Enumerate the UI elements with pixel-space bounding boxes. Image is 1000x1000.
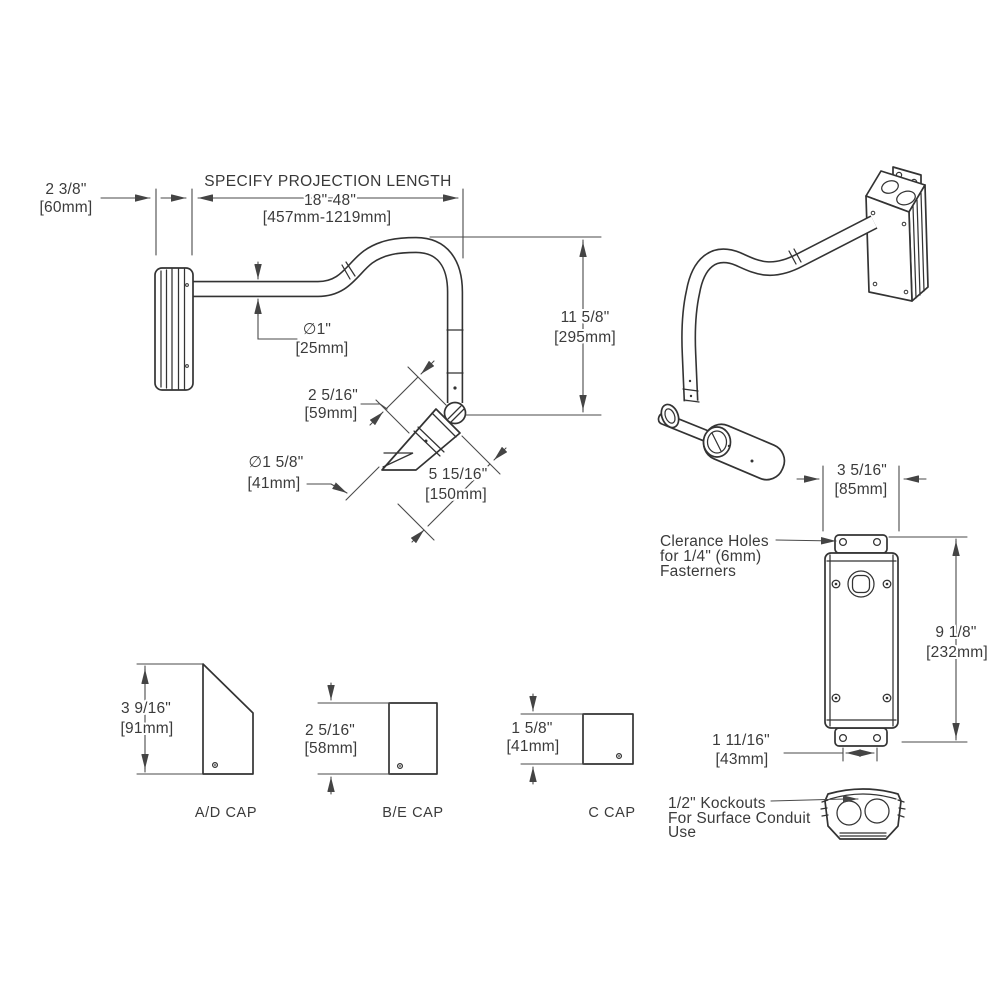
- cap-c: 1 5/8" [41mm] C CAP: [505, 693, 635, 821]
- cap-c-in: 1 5/8": [511, 720, 552, 737]
- cap-be-in: 2 5/16": [305, 722, 355, 739]
- knockout-note-line2: For Surface Conduit: [668, 810, 811, 827]
- back-plate-view: 3 5/16" [85mm] Clerance Holes for 1/4" (…: [658, 460, 990, 843]
- cap-ad: 3 9/16" [91mm] A/D CAP: [119, 663, 257, 821]
- projection-range-in: 18"-48": [304, 192, 356, 209]
- head-len-mm: [150mm]: [425, 486, 487, 503]
- tube-dia-mm: [25mm]: [296, 340, 349, 357]
- cap-ad-mm: [91mm]: [121, 720, 174, 737]
- conduit-knockout: [864, 798, 890, 824]
- clearance-note-line3: Fasterners: [660, 563, 736, 580]
- cap-be-mm: [58mm]: [305, 740, 358, 757]
- head-dia-mm: [41mm]: [248, 475, 301, 492]
- head-len-in: 5 15/16": [429, 466, 488, 483]
- clearance-note-line1: Clerance Holes: [660, 533, 769, 550]
- hole-spacing-mm: [43mm]: [716, 751, 769, 768]
- iso-lamp-head: [657, 403, 786, 481]
- hinge-len-in: 2 5/16": [308, 387, 358, 404]
- iso-gooseneck-arm: [681, 215, 878, 403]
- head-dia-in: ∅1 5/8": [249, 454, 304, 471]
- wire-hole: [847, 570, 875, 598]
- cap-c-label: C CAP: [588, 805, 635, 821]
- cap-ad-label: A/D CAP: [195, 805, 257, 821]
- plate-height-mm: [232mm]: [926, 644, 988, 661]
- drop-height-mm: [295mm]: [554, 329, 616, 346]
- plate-height-in: 9 1/8": [935, 624, 976, 641]
- iso-wall-box: [865, 166, 929, 302]
- lamp-head: [381, 408, 461, 471]
- projection-range-mm: [457mm-1219mm]: [263, 209, 392, 226]
- iso-knockout-hole: [881, 180, 899, 194]
- projection-title: SPECIFY PROJECTION LENGTH: [204, 173, 451, 190]
- back-plate-body: [824, 552, 899, 729]
- cap-ad-in: 3 9/16": [121, 700, 171, 717]
- plate-depth-mm: [60mm]: [40, 199, 93, 216]
- knockout-top-view: [820, 788, 906, 840]
- side-view: 2 3/8" [60mm] SPECIFY PROJECTION LENGTH …: [38, 171, 618, 544]
- ball-joint: [443, 401, 467, 425]
- cap-be-label: B/E CAP: [382, 805, 443, 821]
- screw: [831, 579, 892, 703]
- clearance-note-line2: for 1/4" (6mm): [660, 548, 761, 565]
- hinge-len-mm: [59mm]: [305, 405, 358, 422]
- plate-width-mm: [85mm]: [835, 481, 888, 498]
- cap-profiles: 3 9/16" [91mm] A/D CAP 2 5/16" [58mm] B/…: [119, 663, 635, 821]
- knockout-note-line1: 1/2" Kockouts: [668, 795, 766, 812]
- wall-mount-plate: [154, 267, 194, 391]
- hole-spacing-in: 1 11/16": [712, 732, 770, 749]
- cap-c-mm: [41mm]: [507, 738, 560, 755]
- plate-width-in: 3 5/16": [837, 462, 887, 479]
- drop-height-in: 11 5/8": [561, 309, 610, 326]
- mount-tab-bottom: [834, 727, 888, 747]
- knockout-note-line3: Use: [668, 824, 696, 841]
- isometric-view: [657, 166, 929, 481]
- cap-be: 2 5/16" [58mm] B/E CAP: [303, 682, 443, 821]
- gooseneck-arm: [193, 236, 464, 403]
- plate-depth-in: 2 3/8": [45, 181, 86, 198]
- iso-knockout-hole: [896, 190, 916, 206]
- tube-dia-in: ∅1": [303, 321, 331, 338]
- mount-tab-top: [834, 534, 888, 554]
